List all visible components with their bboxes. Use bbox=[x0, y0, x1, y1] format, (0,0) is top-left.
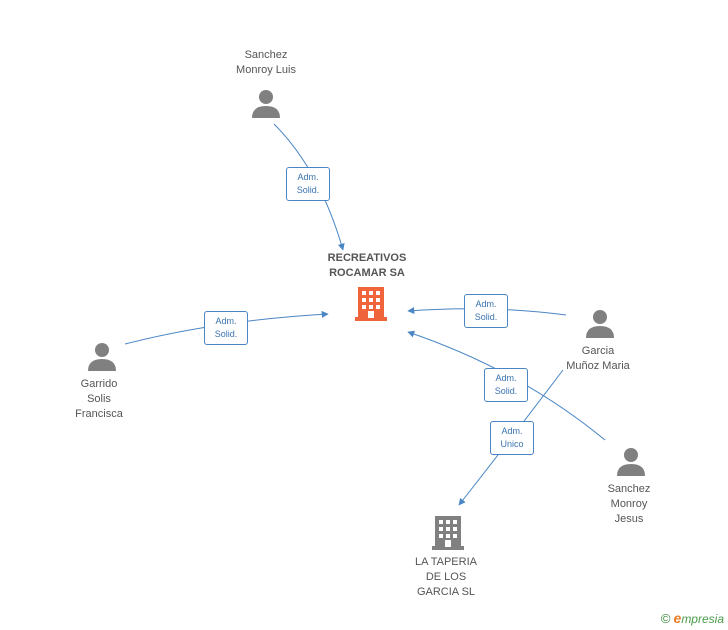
person-name-garcia: Garcia Muñoz Maria bbox=[566, 345, 630, 372]
person-icon[interactable] bbox=[251, 89, 281, 119]
person-icon[interactable] bbox=[616, 447, 646, 477]
person-name-sanchez-luis: Sanchez Monroy Luis bbox=[236, 49, 296, 76]
role-badge-taperia[interactable]: Adm. Unico bbox=[490, 421, 534, 455]
brand-logo-text: mpresia bbox=[681, 612, 724, 626]
company-name-taperia: LA TAPERIA DE LOS GARCIA SL bbox=[415, 556, 477, 598]
company-building-icon[interactable] bbox=[432, 516, 464, 550]
person-name-garrido: Garrido Solis Francisca bbox=[75, 378, 123, 420]
person-icon[interactable] bbox=[585, 309, 615, 339]
main-company-building-icon[interactable] bbox=[355, 287, 387, 321]
role-badge-garrido[interactable]: Adm. Solid. bbox=[204, 311, 248, 345]
role-badge-sanchez-luis[interactable]: Adm. Solid. bbox=[286, 167, 330, 201]
brand-watermark: ©empresia bbox=[661, 610, 724, 626]
brand-logo-initial: e bbox=[673, 610, 682, 626]
main-company-name: RECREATIVOS ROCAMAR SA bbox=[327, 252, 407, 279]
role-badge-sanchez-jesus[interactable]: Adm. Solid. bbox=[484, 368, 528, 402]
person-icon[interactable] bbox=[87, 342, 117, 372]
role-badge-garcia[interactable]: Adm. Solid. bbox=[464, 294, 508, 328]
copyright-symbol: © bbox=[660, 611, 671, 626]
person-name-sanchez-jesus: Sanchez Monroy Jesus bbox=[607, 483, 651, 525]
